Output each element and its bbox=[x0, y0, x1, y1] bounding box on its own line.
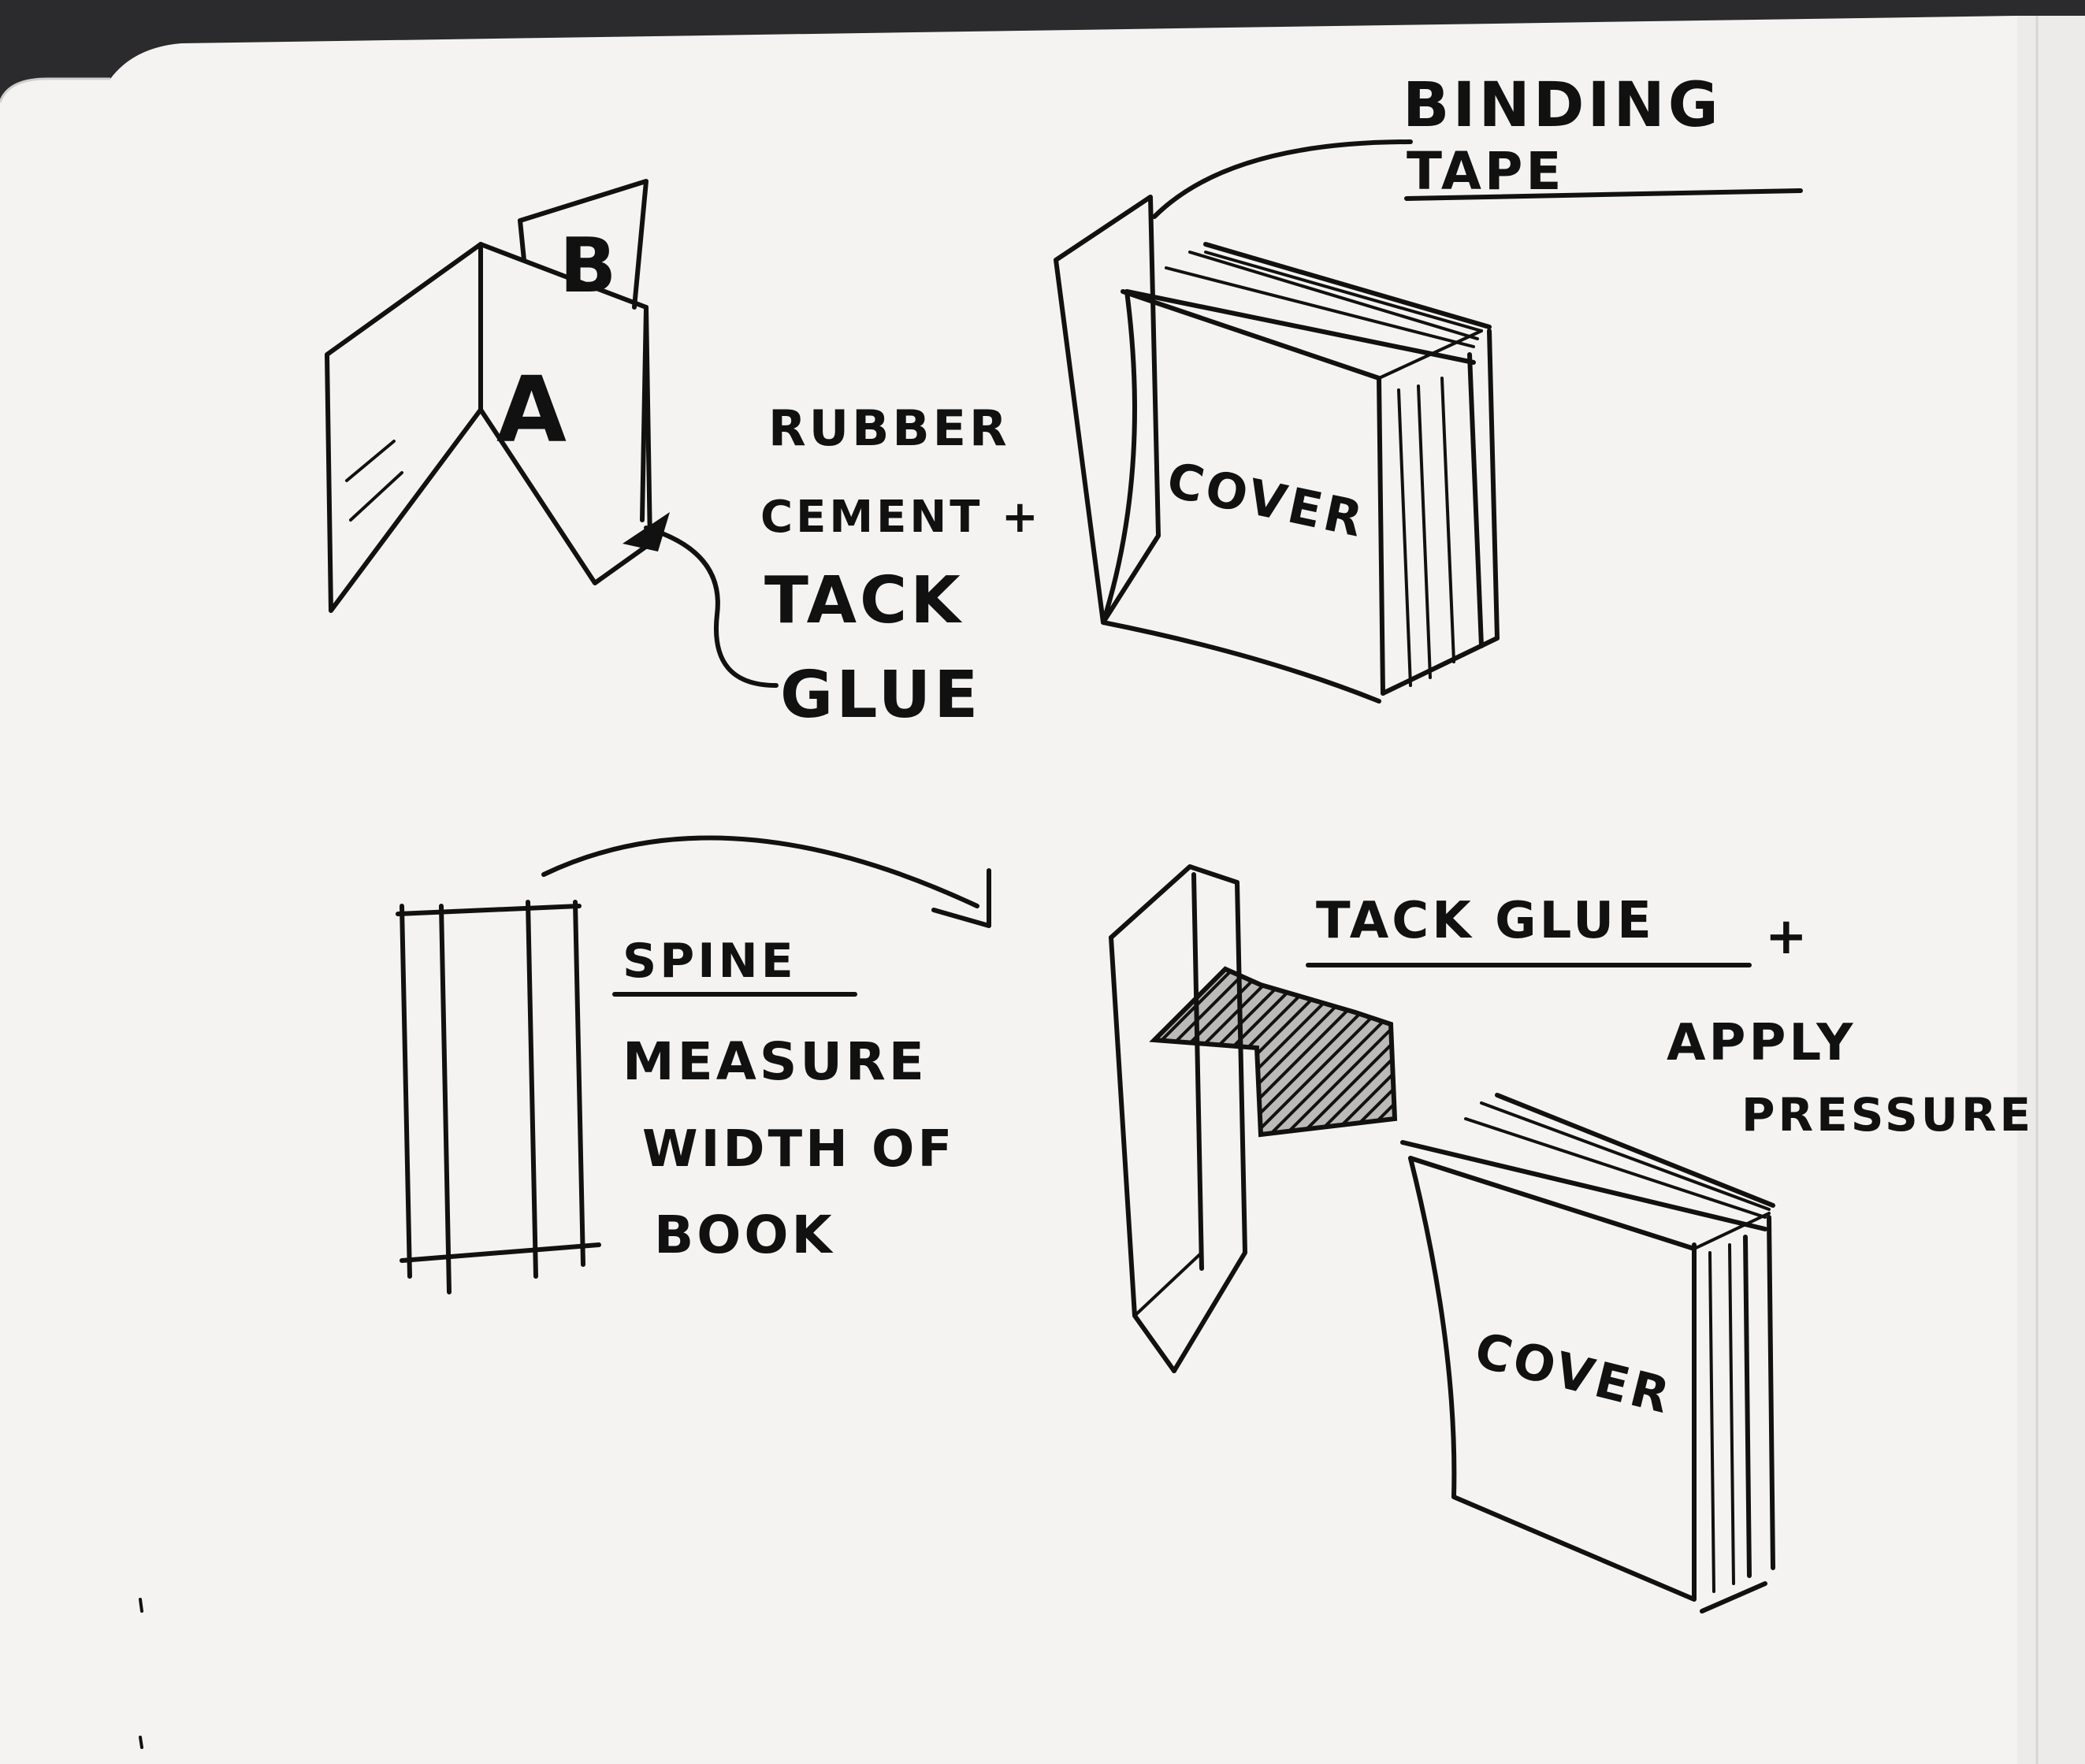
spine-line3: BOOK bbox=[654, 1205, 835, 1265]
panel-a-label: A bbox=[496, 358, 570, 463]
hinged-pages-sketch: B A bbox=[325, 179, 652, 613]
spine-note: SPINE MEASURE WIDTH OF BOOK bbox=[612, 934, 955, 1265]
glue-area-hatched bbox=[1149, 966, 1398, 1138]
spine-to-book-arrow bbox=[541, 835, 979, 908]
tack-glue-line3: PRESSURE bbox=[1741, 1088, 2034, 1142]
note-binding-line1: BINDING bbox=[1403, 70, 1722, 141]
spine-sketch bbox=[396, 900, 601, 1294]
margin-tick-2 bbox=[139, 1736, 143, 1749]
spine-line1: MEASURE bbox=[623, 1031, 927, 1092]
spine-to-book-arrowhead bbox=[931, 868, 991, 928]
glue-arrow bbox=[623, 512, 779, 688]
spine-line2: WIDTH OF bbox=[642, 1120, 955, 1179]
note-binding-line2: TAPE bbox=[1407, 141, 1564, 202]
panel-b-label: B bbox=[559, 223, 619, 310]
paper-sheet bbox=[0, 16, 2085, 1764]
tack-glue-line2: APPLY bbox=[1667, 1014, 1856, 1072]
spine-title: SPINE bbox=[623, 934, 797, 989]
rubber-cement-note: RUBBER CEMENT + TACK GLUE bbox=[760, 399, 1042, 733]
margin-tick-1 bbox=[139, 1598, 143, 1613]
note-rubber-line1: RUBBER bbox=[768, 399, 1010, 457]
note-rubber-line3: TACK bbox=[764, 563, 964, 638]
spine-attach-sketch bbox=[1109, 864, 1398, 1373]
tack-glue-line1: TACK GLUE bbox=[1316, 892, 1655, 950]
tack-glue-plus: + bbox=[1765, 908, 1811, 966]
binding-tape-note: BINDING TAPE bbox=[1152, 70, 1803, 219]
note-rubber-line4: GLUE bbox=[780, 658, 981, 733]
tack-glue-note: TACK GLUE + APPLY PRESSURE bbox=[1306, 892, 2034, 1142]
note-rubber-line2: CEMENT + bbox=[760, 492, 1042, 543]
